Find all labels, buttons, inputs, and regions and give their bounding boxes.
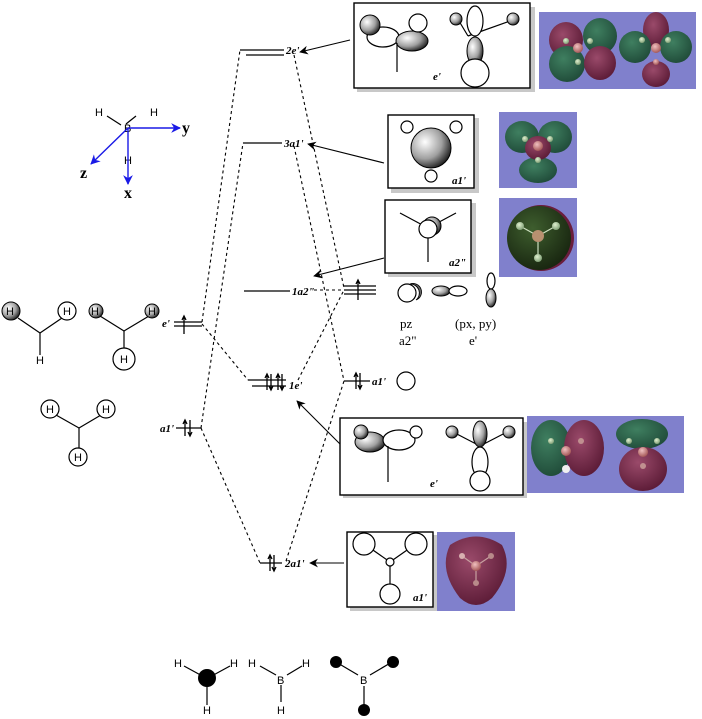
svg-text:H: H — [91, 306, 99, 318]
boron-s-orbital-filled — [198, 669, 216, 687]
pz-orbital — [397, 283, 417, 303]
svg-text:H: H — [36, 355, 44, 367]
h-atom-label: H — [150, 107, 158, 119]
svg-text:H: H — [102, 404, 110, 416]
h-orbital-shaded — [1, 301, 21, 321]
level-label-a1-prime: a1' — [160, 423, 174, 435]
svg-text:H: H — [74, 452, 82, 464]
box-symmetry-label: e' — [430, 478, 438, 490]
svg-text:H: H — [248, 658, 256, 670]
svg-text:H: H — [230, 658, 238, 670]
pz-label: pz — [400, 316, 413, 331]
h3-group-orbitals: H H H H H H H H H — [1, 301, 160, 467]
level-label-2e-prime: 2e' — [285, 45, 299, 57]
mo-box-3a1-prime: a1' — [387, 114, 479, 193]
correlation-lines — [200, 49, 345, 564]
surface-2e-prime — [539, 12, 696, 89]
mo-box-1a2-dprime: a2" — [384, 199, 476, 277]
z-axis-label: z — [80, 165, 87, 182]
electron-up — [182, 418, 188, 436]
box-symmetry-label: a1' — [452, 175, 466, 187]
svg-text:H: H — [302, 658, 310, 670]
box-symmetry-label: a2" — [449, 257, 466, 269]
svg-text:B: B — [277, 675, 284, 687]
surface-3a1-prime — [499, 112, 577, 188]
level-label-3a1-prime: 3a1' — [283, 138, 304, 150]
px-orbital — [431, 285, 451, 297]
bond — [125, 115, 137, 125]
level-label-e-prime: e' — [162, 318, 170, 330]
axis-frame: H H B H y z x — [80, 107, 190, 202]
arrow-to-3a1-prime — [307, 141, 385, 164]
svg-text:H: H — [46, 404, 54, 416]
bond — [106, 115, 122, 126]
svg-text:H: H — [277, 705, 285, 717]
box-symmetry-label: a1' — [413, 592, 427, 604]
electron-up — [181, 314, 187, 334]
level-label-2a1-prime: 2a1' — [284, 558, 305, 570]
svg-text:H: H — [148, 306, 156, 318]
s-orbital — [396, 371, 416, 391]
pxpy-symmetry-label: e' — [469, 333, 477, 348]
arrow-to-2e-prime — [299, 39, 351, 55]
electron-down — [187, 420, 193, 438]
arrow-to-1e-prime — [296, 400, 341, 445]
h-atom-label: H — [95, 107, 103, 119]
level-label-a1-prime: a1' — [372, 376, 386, 388]
level-label-1a2-dprime: 1a2" — [292, 286, 315, 298]
svg-text:H: H — [6, 306, 14, 318]
mo-box-2e-prime: e' — [353, 2, 535, 92]
electron-up — [355, 278, 361, 300]
mo-levels: 2e' 3a1' 1a2" 1e' 2a1' — [240, 45, 315, 573]
arrow-to-1a2-dprime — [313, 257, 385, 279]
boron-ao-sketches: pz a2" (px, py) e' — [396, 272, 497, 391]
svg-text:H: H — [174, 658, 182, 670]
surface-2a1-prime — [437, 532, 515, 611]
x-axis-label: x — [124, 185, 132, 202]
svg-text:B: B — [360, 675, 367, 687]
box-symmetry-label: e' — [433, 71, 441, 83]
y-axis-label: y — [182, 120, 190, 137]
py-orbital — [486, 272, 496, 290]
svg-text:H: H — [120, 354, 128, 366]
right-levels: a1' — [344, 278, 386, 391]
mo-box-2a1-prime: a1' — [346, 531, 437, 611]
surface-1e-prime — [527, 416, 684, 493]
svg-text:H: H — [63, 306, 71, 318]
left-levels: e' a1' — [160, 314, 202, 438]
z-axis-arrow — [90, 127, 129, 165]
svg-text:H: H — [203, 705, 211, 717]
h-orbital-open — [57, 301, 77, 321]
bottom-structures: H H H H H B H B — [174, 656, 399, 717]
surface-1a2-dprime — [499, 198, 577, 277]
pointer-arrows — [296, 39, 385, 568]
pz-symmetry-label: a2" — [399, 333, 417, 348]
level-label-1e-prime: 1e' — [289, 380, 302, 392]
pxpy-label: (px, py) — [455, 316, 496, 331]
mo-box-1e-prime: e' — [339, 417, 527, 498]
